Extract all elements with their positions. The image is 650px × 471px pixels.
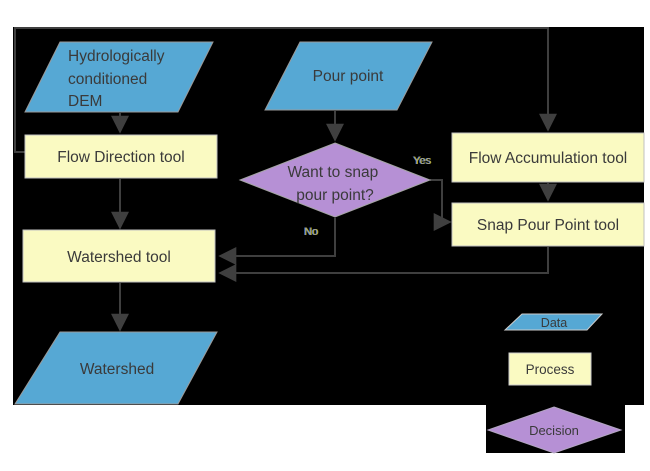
connectors xyxy=(14,27,557,332)
node-watershed-tool-label: Watershed tool xyxy=(67,249,171,266)
node-watershed-label: Watershed xyxy=(80,361,154,378)
node-decision-diamond xyxy=(238,142,432,218)
edge-decision-yes-to-snap-pour-point xyxy=(430,179,452,231)
node-snap-pour-point-label: Snap Pour Point tool xyxy=(477,217,619,234)
legend-process-label: Process xyxy=(526,362,575,377)
legend-decision-label: Decision xyxy=(529,423,579,438)
legend-data-parallelogram xyxy=(503,313,604,331)
edge-label-yes: Yes xyxy=(413,155,431,167)
edge-label-no: No xyxy=(304,226,318,238)
node-flow-accumulation-rect xyxy=(451,132,645,183)
node-watershed-tool-rect xyxy=(22,229,216,283)
node-dem-label: Hydrologically conditioned DEM xyxy=(68,48,169,110)
node-dem-parallelogram xyxy=(24,41,214,113)
node-flow-direction-label: Flow Direction tool xyxy=(57,149,185,166)
legend-data-label: Data xyxy=(541,316,567,330)
node-flow-direction-rect xyxy=(24,134,218,179)
legend: Data Process Decision xyxy=(486,313,623,454)
node-decision-label: Want to snap pour point? xyxy=(287,164,382,204)
node-snap-pour-point-rect xyxy=(451,202,645,247)
edge-flow-direction-to-flow-accumulation xyxy=(14,27,557,153)
legend-process-rect xyxy=(508,352,592,386)
node-pour-point-label: Pour point xyxy=(313,68,384,85)
node-pour-point-parallelogram xyxy=(264,41,433,111)
legend-decision-diamond xyxy=(486,406,623,454)
edge-decision-no-to-watershed-tool xyxy=(218,218,336,265)
edge-snap-pour-point-to-watershed-tool xyxy=(218,247,549,282)
node-watershed-parallelogram xyxy=(14,331,218,405)
node-flow-accumulation-label: Flow Accumulation tool xyxy=(469,150,628,167)
